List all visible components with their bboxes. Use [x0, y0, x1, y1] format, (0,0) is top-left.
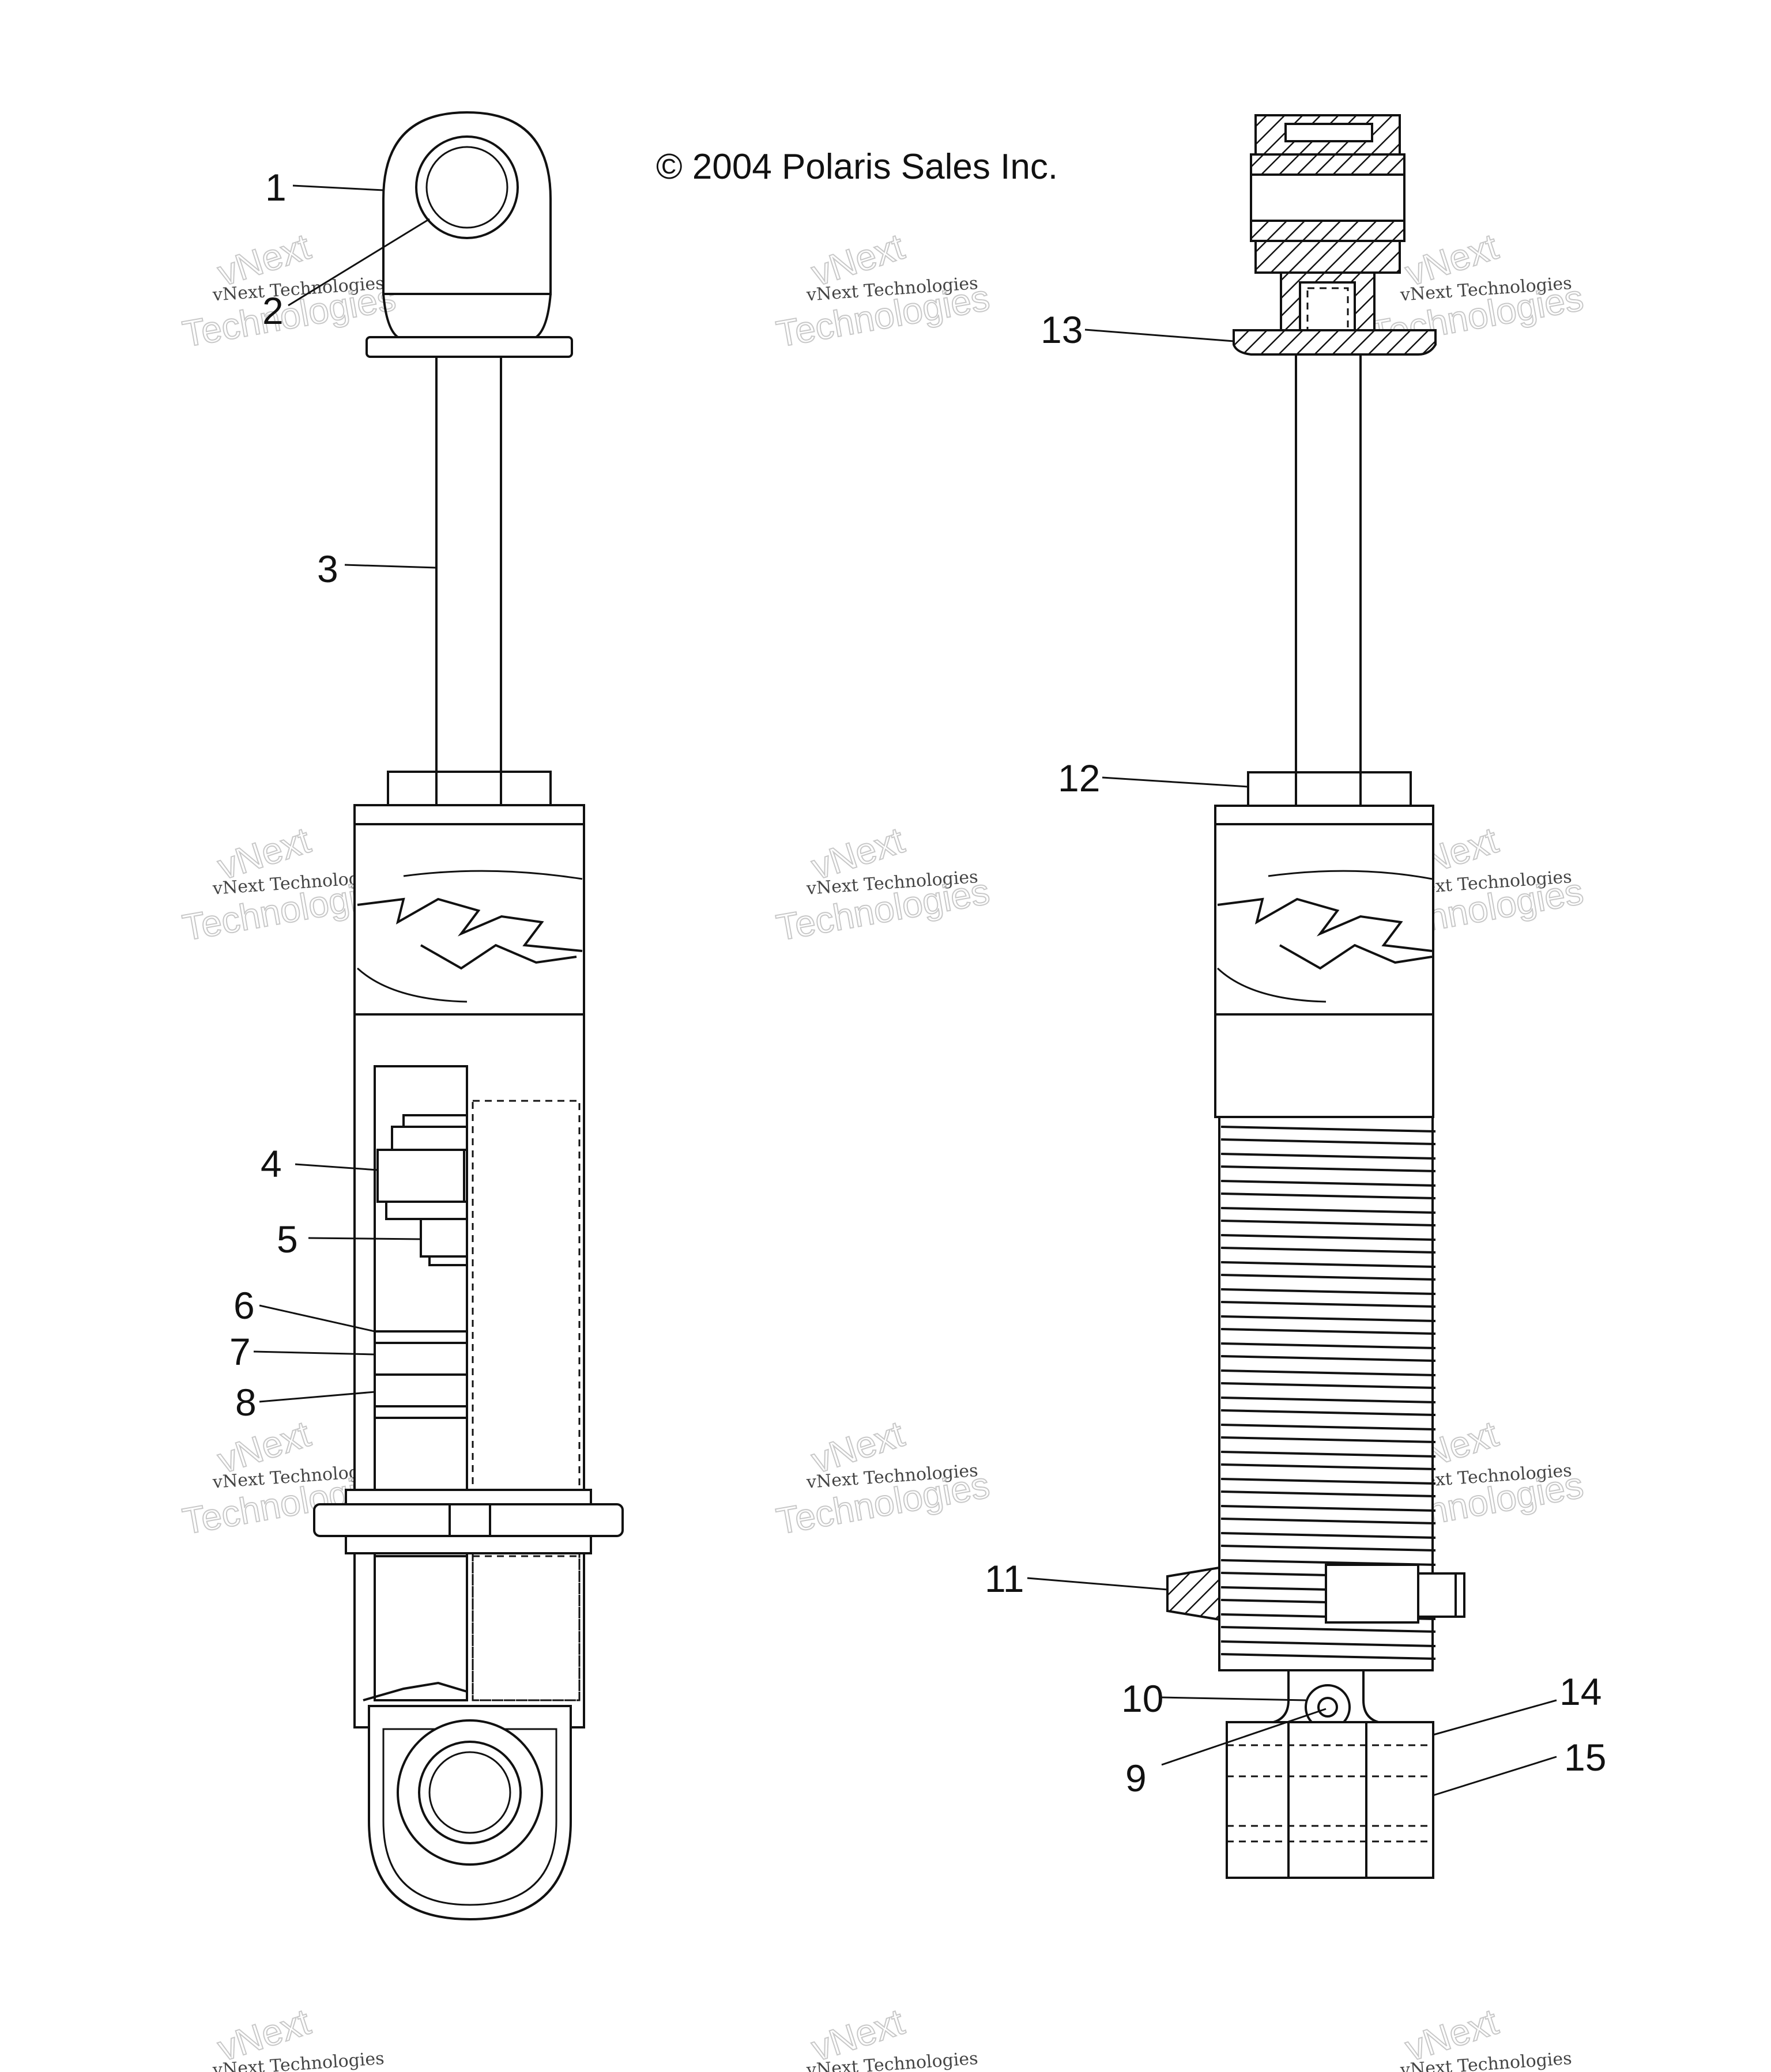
callout-10: 10 [1121, 1677, 1163, 1720]
watermark-layer: vNext vNext Technologies Technologies vN… [179, 225, 1587, 2072]
cap-nut [387, 771, 552, 806]
watermark: vNext vNext Technologies Technologies [773, 1412, 993, 1543]
callout-5: 5 [277, 1218, 298, 1260]
spring-coil [1220, 1288, 1436, 1308]
piston [376, 1149, 465, 1203]
spring-coil [1220, 1153, 1436, 1172]
callout-2: 2 [262, 289, 284, 332]
spring-coil [1220, 1640, 1436, 1660]
callout-3: 3 [317, 548, 338, 590]
spring-coil [1220, 1369, 1436, 1389]
piston-nut [420, 1218, 468, 1258]
watermark: vNext vNext Technologies [805, 2000, 979, 2072]
callout-11: 11 [985, 1557, 1024, 1600]
top-eye [365, 111, 573, 358]
lower-mount [1226, 1669, 1434, 1879]
spring-coil [1220, 1180, 1436, 1199]
spring-coil [1220, 1478, 1436, 1497]
spring-coil [1220, 1342, 1436, 1362]
callout-14: 14 [1559, 1670, 1602, 1713]
callout-8: 8 [235, 1381, 257, 1424]
callout-15: 15 [1564, 1736, 1606, 1779]
watermark: vNext vNext Technologies Technologies [179, 225, 399, 356]
shaft-right [1295, 353, 1362, 773]
spring-coil [1220, 1315, 1436, 1335]
callout-labels: 1 2 3 4 5 6 7 8 9 10 11 12 13 14 15 [229, 166, 1606, 1799]
spring-coil [1220, 1261, 1436, 1281]
shaft [435, 356, 502, 773]
callout-4: 4 [261, 1142, 282, 1185]
adjuster-collar [1166, 1564, 1465, 1624]
spring-coil [1220, 1532, 1436, 1552]
watermark: vNext vNext Technologies [212, 2000, 385, 2072]
cap-nut-right [1247, 771, 1412, 807]
leader-lines [253, 184, 1557, 1797]
right-shock-assembly [1166, 114, 1465, 1879]
spring-coil [1220, 1234, 1436, 1254]
callout-9: 9 [1125, 1757, 1147, 1799]
bottom-eye [363, 1681, 572, 1921]
callout-1: 1 [265, 166, 287, 209]
washer [1233, 329, 1437, 356]
spring-coil [1220, 1505, 1436, 1524]
callout-13: 13 [1041, 308, 1083, 351]
spring-coil [1220, 1126, 1436, 1145]
callout-7: 7 [229, 1330, 251, 1373]
left-shock-cutaway [313, 111, 624, 1921]
shock-body-right [1214, 805, 1434, 1118]
spring-collar [313, 1489, 624, 1554]
spring-coil [1220, 1451, 1436, 1470]
watermark: vNext vNext Technologies Technologies [773, 818, 993, 949]
spring-coil [1220, 1424, 1436, 1443]
spring-coil [1220, 1397, 1436, 1416]
callout-6: 6 [233, 1284, 255, 1327]
watermark: vNext vNext Technologies Technologies [773, 225, 993, 356]
top-bushing-block [1250, 114, 1406, 338]
callout-12: 12 [1058, 757, 1100, 799]
watermark: vNext vNext Technologies [1399, 2000, 1573, 2072]
spring-coil [1220, 1207, 1436, 1226]
copyright-text: © 2004 Polaris Sales Inc. [656, 147, 1058, 187]
